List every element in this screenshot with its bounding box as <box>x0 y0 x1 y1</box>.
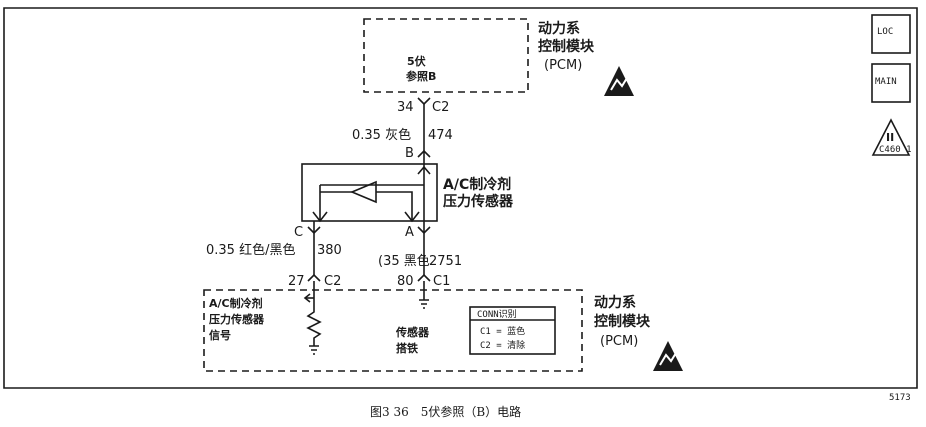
wire-474-circuit: 474 <box>428 128 453 143</box>
pcm-bottom-title-3: (PCM) <box>600 334 638 349</box>
pcm-bottom-title-2: 控制模块 <box>594 313 651 330</box>
frame-border <box>3 7 918 389</box>
wire-2751-circuit: 2751 <box>429 254 462 269</box>
loc-icon: LOC <box>871 14 911 54</box>
sensor-pin-a: A <box>405 225 414 240</box>
pcm-bottom-box <box>203 289 583 372</box>
top-connector-symbol <box>417 97 431 106</box>
svg-text:LOC: LOC <box>877 27 893 37</box>
pcm-top-box <box>363 18 529 93</box>
internal-ground-1: 传感器 <box>395 325 430 339</box>
internal-signal-3: 信号 <box>209 328 231 342</box>
esd-warning-icon-bottom <box>653 341 683 371</box>
ref-voltage-label: 5伏 <box>407 54 426 68</box>
top-connector-id: C2 <box>432 100 449 115</box>
sensor-pin-c: C <box>294 225 303 240</box>
sensor-name-1: A/C制冷剂 <box>443 176 511 193</box>
figure-caption: 图3 36 5伏参照（B）电路 <box>370 404 521 419</box>
conn-id-title: CONN识别 <box>477 309 517 320</box>
svg-text:MAIN: MAIN <box>875 77 897 87</box>
conn-id-table <box>469 306 556 355</box>
right-connector-id: C1 <box>433 274 450 289</box>
sensor-box <box>301 163 438 222</box>
wire-380-circuit: 380 <box>317 243 342 258</box>
ii-warning-icon: II C460 1 <box>871 118 912 156</box>
ground-symbol-right <box>419 299 429 309</box>
left-pin-number: 27 <box>288 274 305 289</box>
sensor-name-2: 压力传感器 <box>443 193 514 210</box>
wire-380-color: 0.35 红色/黑色 <box>206 242 295 258</box>
internal-signal-2: 压力传感器 <box>209 312 265 326</box>
pcm-top-title-2: 控制模块 <box>538 38 595 55</box>
figure-number: 5173 <box>889 393 911 403</box>
ref-b-label: 参照B <box>406 69 436 83</box>
right-pin-number: 80 <box>397 274 414 289</box>
main-icon: MAIN <box>871 63 911 103</box>
conn-id-row-2: C2 = 清除 <box>480 339 525 351</box>
pcm-top-title-3: (PCM) <box>544 58 582 73</box>
ground-symbol-left <box>309 345 319 355</box>
internal-ground-2: 搭铁 <box>396 341 418 355</box>
left-connector-id: C2 <box>324 274 341 289</box>
pcm-bottom-title-1: 动力系 <box>594 294 636 311</box>
conn-id-row-1: C1 = 蓝色 <box>480 325 525 337</box>
wire-2751-color: (35 黑色 <box>378 253 430 269</box>
pcm-top-title-1: 动力系 <box>538 20 580 37</box>
svg-text:II: II <box>886 131 894 144</box>
wire-474-color: 0.35 灰色 <box>352 127 411 143</box>
sensor-pin-b: B <box>405 146 414 161</box>
svg-text:C460 1: C460 1 <box>879 145 912 155</box>
internal-signal-1: A/C制冷剂 <box>209 296 263 310</box>
pullup-resistor <box>306 298 322 346</box>
esd-warning-icon <box>604 66 634 96</box>
top-pin-number: 34 <box>397 100 414 115</box>
